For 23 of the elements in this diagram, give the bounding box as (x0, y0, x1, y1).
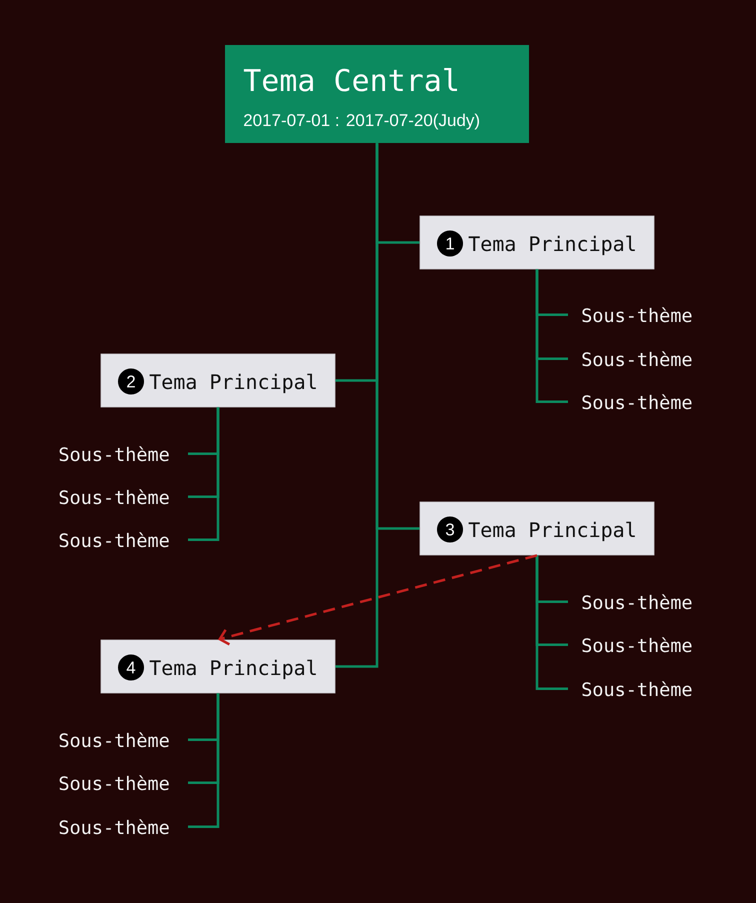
subtopic-label: Sous-thème (60, 489, 169, 504)
subtopic-label: Sous-thème (582, 394, 692, 410)
number-badge: 3 (437, 516, 463, 542)
subtopic-label: Sous-thème (582, 637, 692, 652)
subtopic-label: Sous-thème (582, 307, 692, 322)
number-badge: 4 (118, 654, 144, 680)
connector (536, 269, 568, 403)
subtopic-label: Sous-thème (60, 532, 169, 548)
subtopic-label: Sous-thème (60, 775, 169, 790)
subtopic-label: Sous-thème (60, 819, 169, 834)
connector (536, 555, 568, 690)
dashed-arrow (218, 554, 538, 646)
subtopic-label: Sous-thème (582, 594, 692, 610)
connector (335, 143, 378, 668)
subtopic-label: Sous-thème (582, 351, 692, 366)
subtopic-label: Sous-thème (60, 446, 169, 462)
subtopic-label: Sous-thème (582, 681, 692, 696)
number-badge: 1 (437, 230, 463, 256)
connector (188, 407, 220, 541)
subtopic-label: Sous-thème (60, 732, 169, 748)
connector (188, 693, 220, 828)
number-badge: 2 (118, 368, 144, 394)
central-topic-box: Tema Central 2017-07-01 : 2017-07-20(Judy) (225, 45, 529, 143)
